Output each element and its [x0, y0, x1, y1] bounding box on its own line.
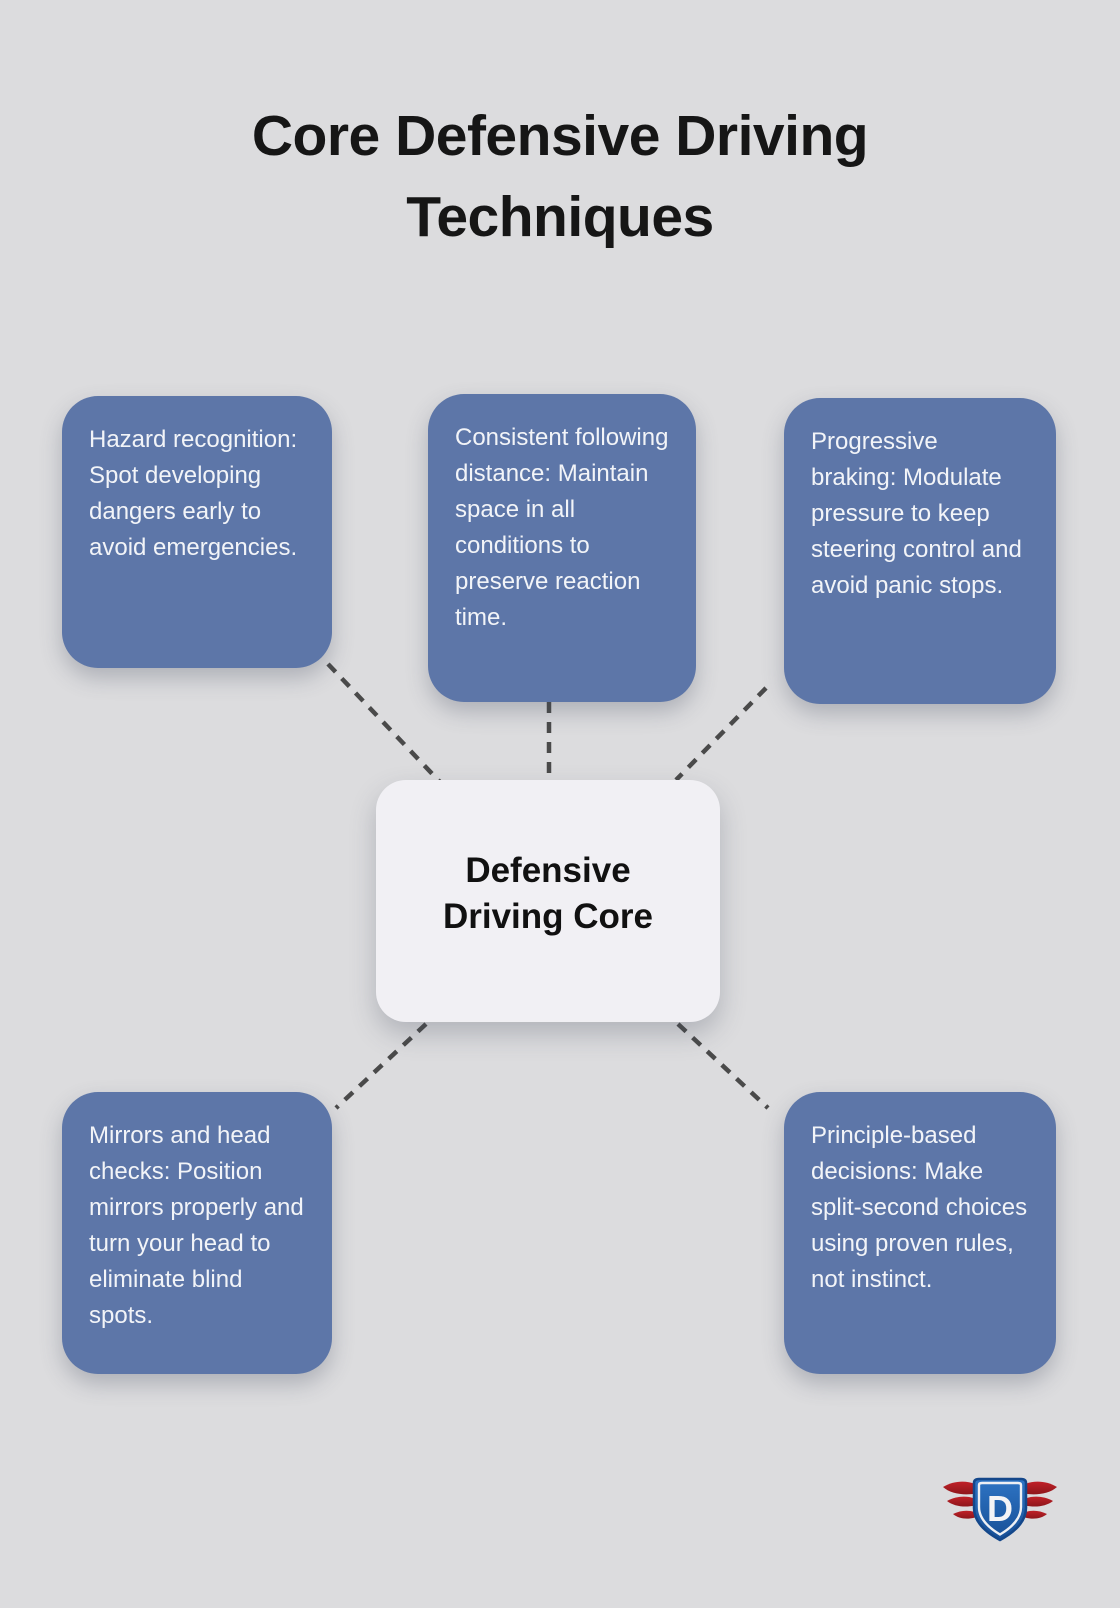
node-following-distance: Consistent following distance: Maintain …: [428, 394, 696, 702]
center-node-label: Defensive Driving Core: [442, 850, 654, 936]
shield-icon: D: [972, 1477, 1028, 1542]
node-mirrors-head-checks-text: Mirrors and head checks: Position mirror…: [89, 1122, 304, 1329]
node-hazard-recognition-text: Hazard recognition: Spot developing dang…: [89, 426, 298, 561]
node-progressive-braking-text: Progressive braking: Modulate pressure t…: [811, 428, 1022, 599]
node-mirrors-head-checks: Mirrors and head checks: Position mirror…: [62, 1092, 332, 1374]
node-hazard-recognition: Hazard recognition: Spot developing dang…: [62, 396, 332, 668]
connector-principle-decisions: [676, 1022, 770, 1110]
logo-letter: D: [987, 1488, 1013, 1529]
connector-hazard-recognition: [326, 662, 442, 784]
node-principle-decisions-text: Principle-based decisions: Make split-se…: [811, 1122, 1028, 1293]
node-following-distance-text: Consistent following distance: Maintain …: [455, 424, 669, 631]
center-node: Defensive Driving Core: [376, 780, 720, 1022]
node-principle-decisions: Principle-based decisions: Make split-se…: [784, 1092, 1056, 1374]
node-progressive-braking: Progressive braking: Modulate pressure t…: [784, 398, 1056, 704]
connector-mirrors-head-checks: [334, 1022, 428, 1110]
connector-progressive-braking: [674, 686, 768, 782]
brand-logo: D: [943, 1477, 1057, 1542]
page-title: Core Defensive Driving Techniques: [251, 104, 869, 249]
